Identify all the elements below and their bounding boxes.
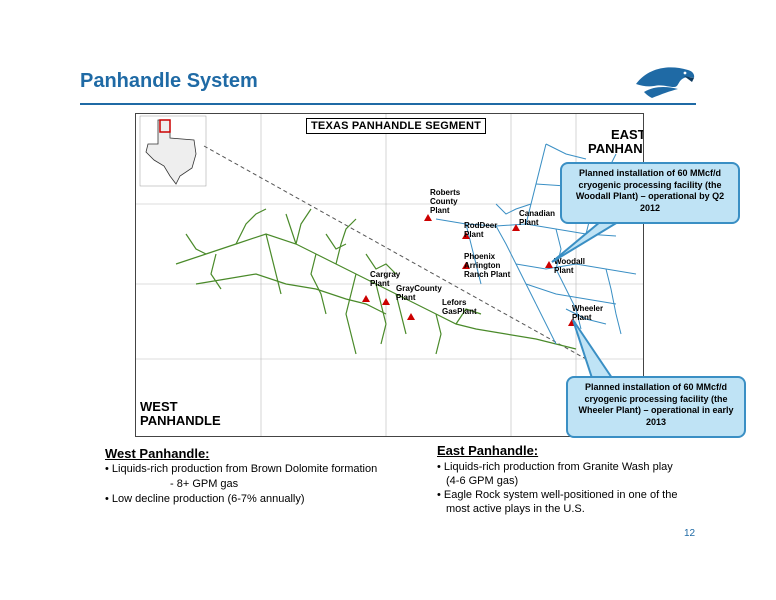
wheeler-callout: Planned installation of 60 MMcf/d cryoge… (566, 376, 746, 438)
texas-inset-map (139, 115, 207, 187)
roddeer-plant-label[interactable]: RodDeer Plant (464, 221, 497, 239)
wheeler-plant-label[interactable]: Wheeler Plant (572, 304, 603, 322)
plant-text: Cargray (370, 270, 401, 279)
plant-text: County (430, 197, 458, 206)
woodall-plant-label[interactable]: Woodall Plant (554, 257, 585, 275)
east-bullet-1a: • Liquids-rich production from Granite W… (437, 461, 673, 473)
east-label-line1: EAST (610, 127, 644, 142)
plant-text: Canadian (519, 209, 556, 218)
west-heading: West Panhandle: (105, 446, 210, 461)
west-panhandle-label: WEST PANHANDLE (140, 400, 221, 428)
page-title: Panhandle System (80, 70, 258, 92)
canadian-plant-label[interactable]: Canadian Plant (519, 209, 555, 227)
east-bullet-2a: • Eagle Rock system well-positioned in o… (437, 489, 678, 501)
plant-text: Woodall (554, 257, 585, 266)
woodall-callout: Planned installation of 60 MMcf/d cryoge… (560, 162, 740, 224)
plant-text: Plant (396, 293, 416, 302)
plant-text: Phoenix (464, 252, 496, 261)
plant-text: Plant (572, 313, 592, 322)
east-panhandle-label: EAST PANHANDLE (588, 127, 644, 156)
phoenix-arrington-plant-label[interactable]: Phoenix Arrington Ranch Plant (464, 252, 510, 279)
roberts-county-plant-label[interactable]: Roberts County Plant (430, 188, 460, 215)
cargray-plant-label[interactable]: Cargray Plant (370, 270, 400, 288)
plant-text: Arrington (464, 261, 501, 270)
east-label-line2: PANHANDLE (588, 141, 643, 156)
west-pipeline-network (175, 208, 577, 355)
gray-county-plant-label[interactable]: GrayCounty Plant (396, 284, 442, 302)
west-label-line2: PANHANDLE (140, 413, 221, 428)
east-bullet-1b: (4-6 GPM gas) (446, 475, 519, 487)
west-label-line1: WEST (140, 399, 178, 414)
region-divider (203, 145, 587, 360)
plant-text: Plant (370, 279, 390, 288)
west-bullet-2: • Low decline production (6-7% annually) (105, 493, 305, 505)
west-sub-bullet: - 8+ GPM gas (170, 478, 239, 490)
plant-text: Wheeler (572, 304, 604, 313)
title-divider (80, 103, 696, 105)
west-bullet-1: • Liquids-rich production from Brown Dol… (105, 463, 378, 475)
plant-text: Lefors (442, 298, 467, 307)
plant-text: Roberts (430, 188, 461, 197)
lefors-gas-plant-label[interactable]: Lefors GasPlant (442, 298, 477, 316)
page-number: 12 (684, 528, 696, 539)
plant-text: Plant (430, 206, 450, 215)
plant-text: Plant (554, 266, 574, 275)
plant-text: Plant (519, 218, 539, 227)
plant-text: Plant (464, 230, 484, 239)
plant-markers (362, 214, 576, 326)
plant-text: GrayCounty (396, 284, 442, 293)
plant-text: GasPlant (442, 307, 477, 316)
east-bullet-2b: most active plays in the U.S. (446, 503, 585, 515)
east-heading: East Panhandle: (437, 443, 539, 458)
eagle-logo-icon (636, 67, 695, 98)
plant-text: Ranch Plant (464, 270, 511, 279)
segment-label: TEXAS PANHANDLE SEGMENT (306, 118, 487, 134)
plant-text: RodDeer (464, 221, 498, 230)
panhandle-map[interactable]: TEXAS PANHANDLE SEGMENT EAST PANHANDLE W… (135, 113, 644, 437)
